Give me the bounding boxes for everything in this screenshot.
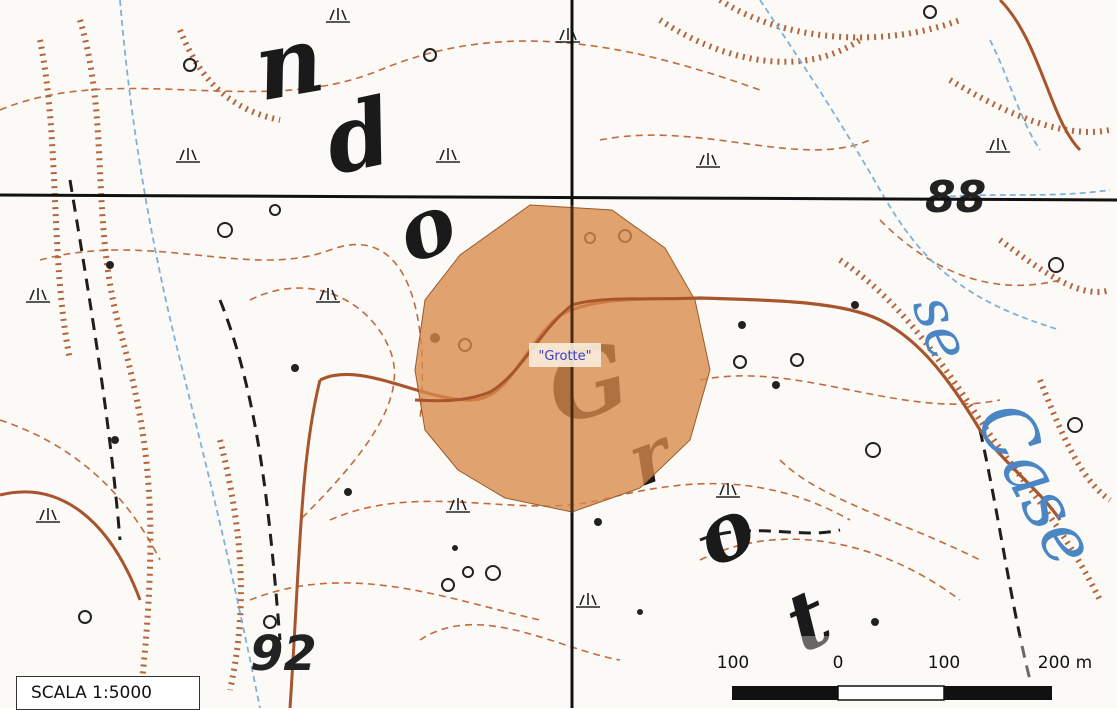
road-over-area bbox=[414, 296, 701, 403]
water-streams bbox=[119, 0, 1111, 708]
road-northeast bbox=[998, 0, 1082, 152]
feature-label[interactable]: "Grotte" bbox=[538, 349, 591, 364]
slope-hachures bbox=[37, 0, 1112, 701]
scale-segment-black bbox=[732, 686, 838, 700]
scale-ratio-box: SCALA 1:5000 bbox=[16, 676, 200, 710]
road-southwest bbox=[0, 490, 142, 601]
scale-tick-label: 0 bbox=[833, 653, 844, 673]
elevation-label: 92 bbox=[250, 626, 317, 682]
scale-tick-label: 100 bbox=[717, 653, 749, 673]
scale-ratio-label: SCALA 1:5000 bbox=[31, 683, 152, 703]
scale-tick-label: 100 bbox=[928, 653, 960, 673]
footpaths bbox=[68, 179, 1032, 681]
marsh-symbols bbox=[26, 8, 1010, 608]
scale-segment-white bbox=[837, 685, 945, 701]
elevation-label: 88 bbox=[925, 172, 986, 223]
scale-tick-label: 200 m bbox=[1038, 653, 1092, 673]
contour-lines bbox=[0, 40, 1061, 661]
scale-segment-black bbox=[944, 686, 1052, 700]
feature-label-background bbox=[529, 343, 601, 367]
road-west bbox=[288, 379, 322, 708]
scale-bar: 100 0 100 200 m bbox=[700, 636, 1117, 708]
